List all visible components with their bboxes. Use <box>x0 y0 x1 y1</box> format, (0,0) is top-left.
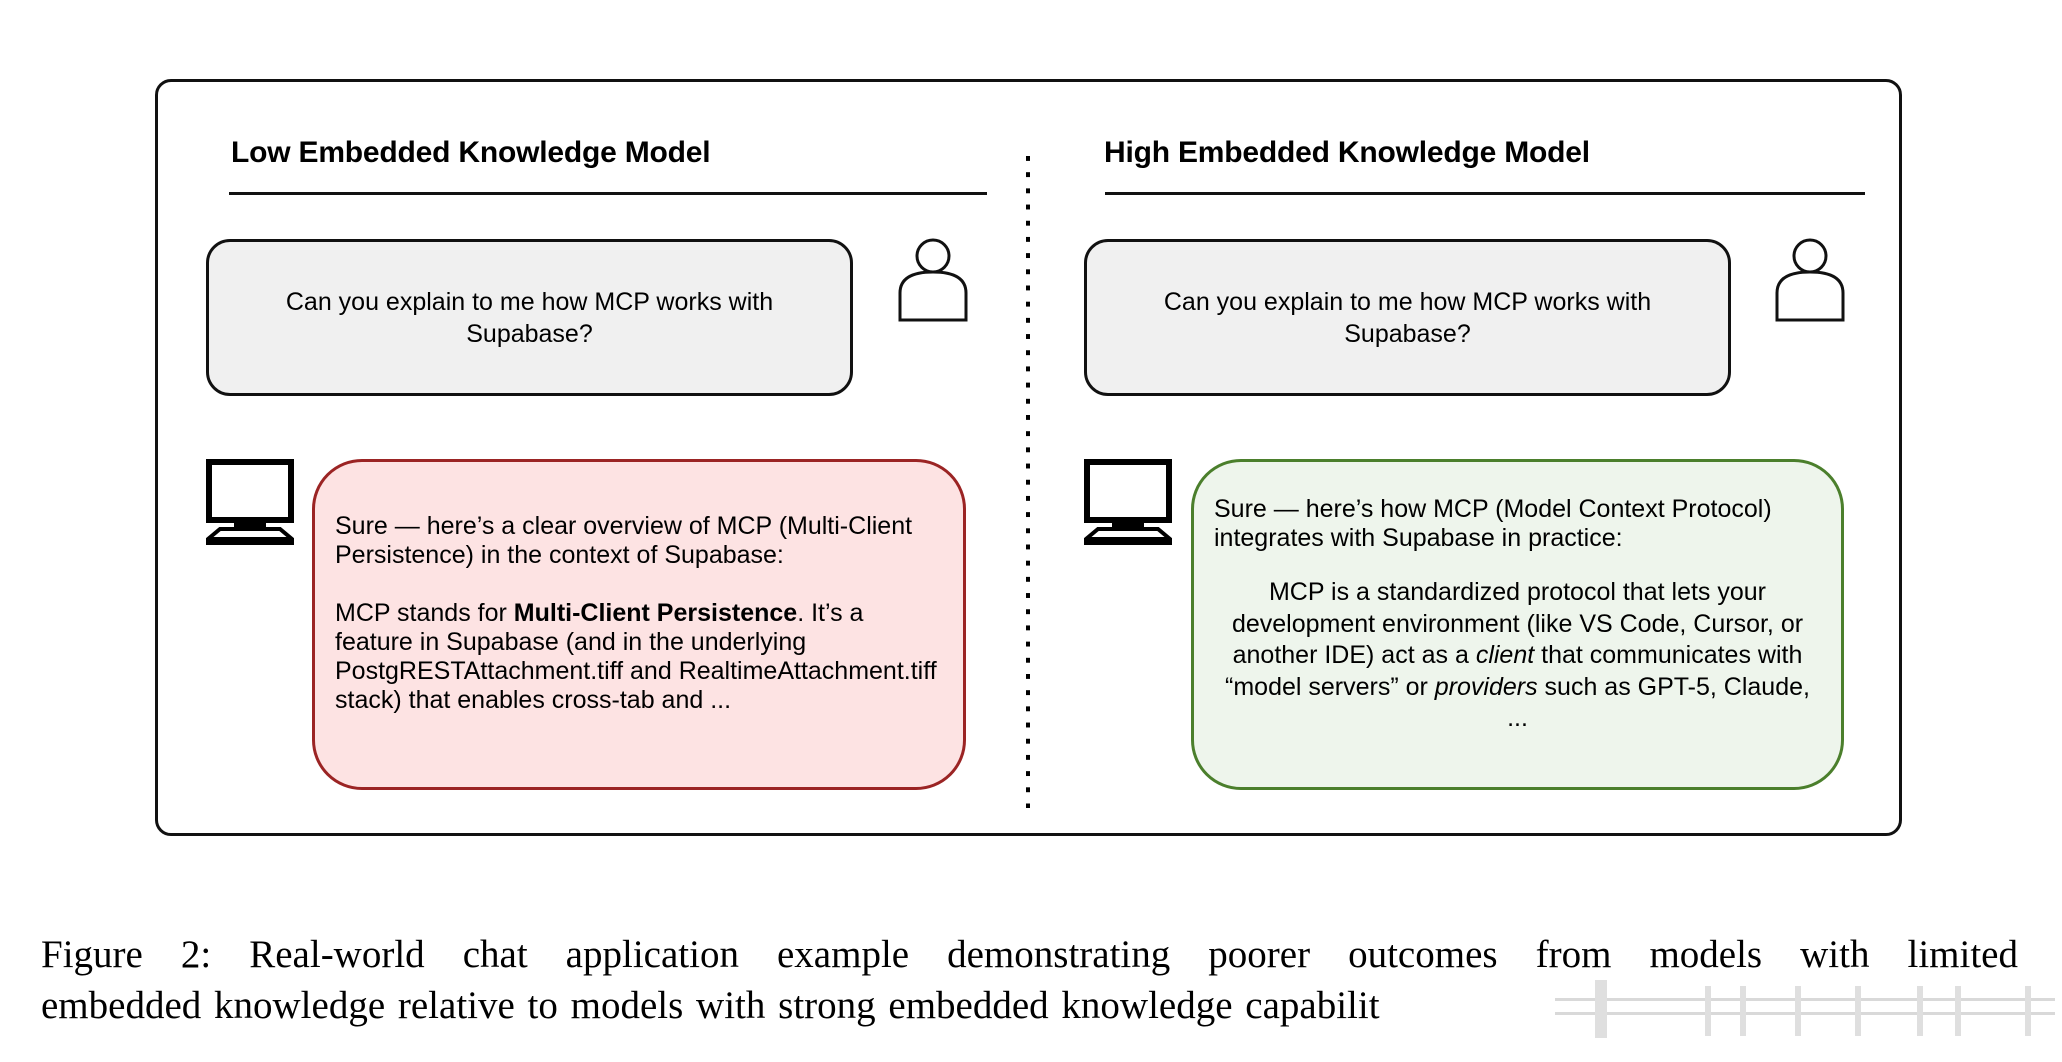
left-reply-body-prefix: MCP stands for <box>335 599 514 627</box>
right-user-message-bubble: Can you explain to me how MCP works with… <box>1084 239 1731 396</box>
left-panel-title: Low Embedded Knowledge Model <box>231 136 711 169</box>
dotted-divider <box>1026 156 1030 808</box>
right-title-rule <box>1105 192 1865 195</box>
right-reply-body-part1: MCP is a standardized protocol that lets… <box>1231 578 1804 669</box>
right-reply-body-part3: such as GPT-5, Claude, <box>1537 672 1810 701</box>
left-assistant-reply-bubble: Sure — here’s a clear overview of MCP (M… <box>312 459 966 790</box>
left-reply-body-bold: Multi-Client Persistence <box>513 599 798 627</box>
figure-frame <box>155 79 1902 836</box>
right-reply-body-italic2: providers <box>1434 672 1538 701</box>
right-reply-body-part2: that communicates with “model servers” o… <box>1225 641 1803 701</box>
right-panel-title: High Embedded Knowledge Model <box>1104 136 1590 169</box>
figure-caption-line-1: Figure 2: Real-world chat application ex… <box>41 933 2018 976</box>
right-reply-intro: Sure — here’s how MCP (Model Context Pro… <box>1214 495 1772 552</box>
left-reply-intro: Sure — here’s a clear overview of MCP (M… <box>335 512 913 569</box>
right-user-message-text: Can you explain to me how MCP works with… <box>1163 287 1652 348</box>
user-icon <box>898 238 968 322</box>
left-user-message-text: Can you explain to me how MCP works with… <box>285 287 774 348</box>
user-icon <box>1775 238 1845 322</box>
left-reply-body: MCP stands for Multi-Client Persistence.… <box>335 599 943 715</box>
figure-caption-line-2: embedded knowledge relative to models wi… <box>41 984 1380 1027</box>
right-reply-body: MCP is a standardized protocol that lets… <box>1214 577 1821 703</box>
left-reply-body-suffix: . It’s a feature in Supabase (and in the… <box>335 599 937 714</box>
right-reply-ellipsis: ... <box>1507 704 1528 732</box>
left-title-rule <box>229 192 987 195</box>
left-user-message-bubble: Can you explain to me how MCP works with… <box>206 239 853 396</box>
computer-monitor-icon <box>206 459 294 546</box>
right-reply-body-italic1: client <box>1475 641 1535 669</box>
watermark-overlay <box>1555 980 2060 1040</box>
right-assistant-reply-bubble: Sure — here’s how MCP (Model Context Pro… <box>1191 459 1844 790</box>
computer-monitor-icon <box>1084 459 1172 546</box>
